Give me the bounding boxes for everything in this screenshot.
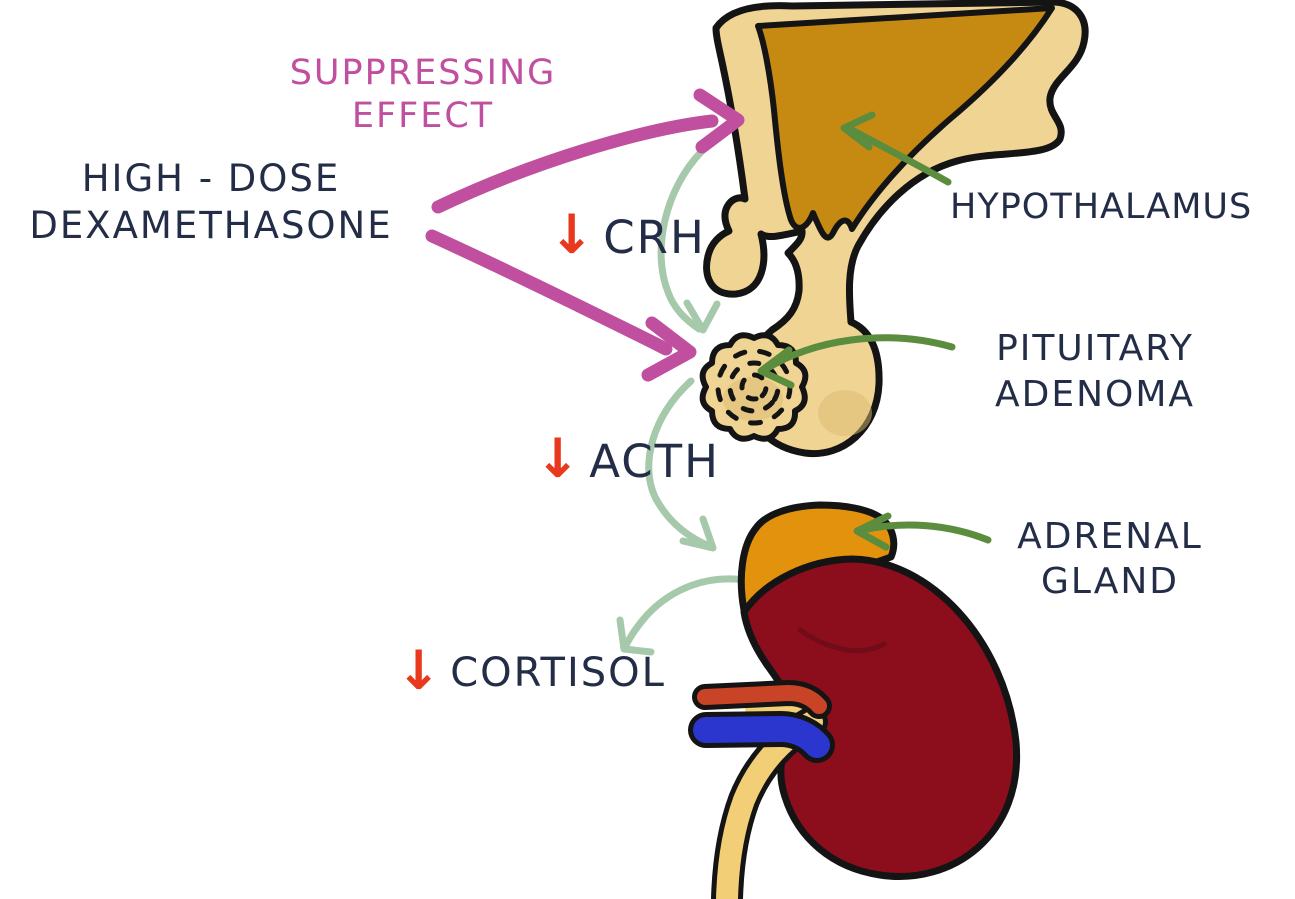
- pituitary-adenoma-label: PITUITARY ADENOMA: [994, 328, 1196, 415]
- hypothalamus-pointer-shaft: [846, 125, 952, 186]
- cortisol-flow-arrowhead: [616, 616, 655, 656]
- crh-flow-arrowhead: [683, 299, 721, 334]
- acth-decrease-annotation: ↓ ACTH: [535, 427, 720, 490]
- cortisol-decrease-arrow-icon: ↓: [396, 639, 442, 702]
- hypothalamus-pointer-head: [840, 111, 876, 151]
- adrenal-pointer-shaft: [859, 521, 992, 544]
- acth-flow-arrow: [645, 377, 717, 552]
- adenoma-pointer-arrow: [757, 334, 956, 389]
- renal-artery-tube: [697, 685, 827, 714]
- renal-vein-tube: [693, 716, 830, 758]
- pituitary-gland-shading: [818, 390, 872, 436]
- brain-illustration: [703, 0, 1089, 458]
- crh-decrease-annotation: ↓ CRH: [549, 203, 706, 266]
- acth-decrease-arrow-icon: ↓: [535, 427, 581, 490]
- acth-label: ACTH: [589, 435, 720, 488]
- adrenal-kidney-illustration: [688, 501, 1021, 899]
- suppression-arrow-to-pituitary: [425, 229, 697, 382]
- adrenal-pointer-head: [853, 512, 892, 551]
- crh-flow-arrow: [657, 147, 721, 334]
- cortisol-label: CORTISOL: [450, 650, 666, 696]
- acth-flow-arrowhead: [679, 515, 717, 552]
- suppressing-effect-label: SUPPRESSING EFFECT: [289, 53, 557, 136]
- crh-decrease-arrow-icon: ↓: [549, 203, 595, 266]
- adrenal-pointer-arrow: [853, 512, 992, 551]
- cortisol-decrease-annotation: ↓ CORTISOL: [396, 639, 666, 702]
- adenoma-pointer-head: [757, 346, 795, 389]
- cortisol-flow-arrow: [616, 575, 755, 656]
- cortisol-flow-shaft: [621, 575, 755, 651]
- crh-flow-shaft: [657, 147, 706, 333]
- suppression-arrow-lower-shaft: [425, 229, 673, 356]
- adrenal-gland-label: ADRENAL GLAND: [1017, 516, 1203, 602]
- kidney-crease: [797, 627, 887, 654]
- acth-flow-shaft: [645, 377, 713, 550]
- suppression-arrow-upper-head: [693, 88, 745, 154]
- suppression-arrow-to-hypothalamus: [431, 88, 745, 214]
- suppression-arrow-upper-shaft: [431, 114, 719, 214]
- hypothalamus-region: [755, 5, 1055, 241]
- adenoma-texture-ring-middle: [727, 360, 781, 414]
- adenoma-pointer-shaft: [762, 334, 956, 373]
- high-dose-dexamethasone-label: HIGH - DOSE DEXAMETHASONE: [29, 157, 393, 247]
- suppression-arrow-lower-head: [641, 316, 697, 382]
- hypothalamus-label: HYPOTHALAMUS: [950, 187, 1253, 227]
- adenoma-texture-ring-inner: [739, 372, 769, 402]
- hypothalamus-pointer-arrow: [840, 111, 952, 186]
- crh-label: CRH: [603, 211, 706, 264]
